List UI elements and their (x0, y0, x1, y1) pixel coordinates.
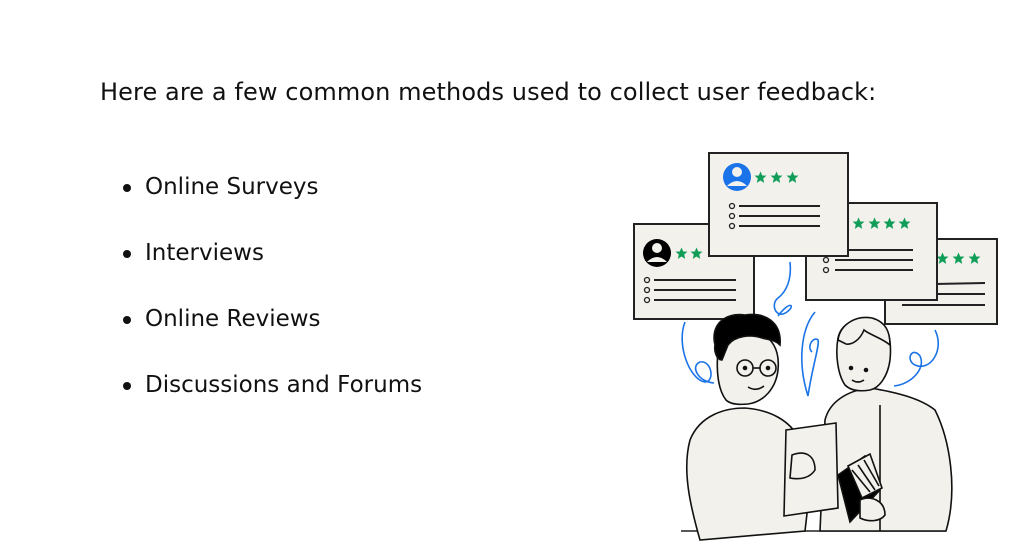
list-item-label: Online Surveys (145, 174, 319, 200)
feedback-methods-list: Online Surveys Interviews Online Reviews… (120, 170, 422, 434)
decorative-swirls (681, 261, 940, 397)
list-item: Discussions and Forums (120, 368, 422, 434)
bullet-icon (123, 382, 131, 390)
bullet-icon (123, 250, 131, 258)
bullet-icon (123, 316, 131, 324)
feedback-card-1 (708, 152, 849, 257)
list-item-label: Online Reviews (145, 306, 321, 332)
book (837, 452, 886, 524)
page-heading: Here are a few common methods used to co… (100, 78, 877, 106)
person-right (819, 316, 953, 532)
list-item-label: Interviews (145, 240, 264, 266)
list-item-label: Discussions and Forums (145, 372, 423, 398)
list-item: Interviews (120, 236, 422, 302)
list-item: Online Surveys (120, 170, 422, 236)
feedback-illustration (633, 152, 998, 541)
person-left (685, 313, 813, 541)
bullet-icon (123, 184, 131, 192)
list-item: Online Reviews (120, 302, 422, 368)
paper-document (783, 422, 839, 517)
